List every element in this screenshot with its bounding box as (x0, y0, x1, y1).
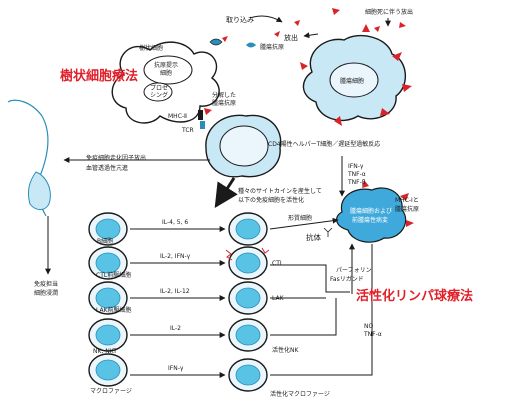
antigen-triangle-1 (274, 31, 280, 37)
decomposed-antigen-label: 分解した (212, 91, 236, 99)
tumor-cell (300, 24, 412, 126)
row-cytokine-label: IL-4, 5, 6 (162, 219, 188, 226)
release-label: 放出 (284, 33, 298, 42)
factor-label-2: 血管透過性亢進 (86, 164, 128, 172)
row-ctl (88, 246, 270, 280)
antigen-triangle-4 (399, 22, 406, 28)
row-lak (88, 281, 268, 315)
row-b-cell (88, 212, 268, 246)
no-label: NO (364, 323, 373, 330)
cytokine-note-2: 以下の免疫細胞を活性化 (238, 196, 304, 204)
mhc1-label-2: 腫瘍抗原 (395, 205, 419, 213)
plasma-cell-label: 形質細胞 (288, 214, 312, 222)
target-cell-label-2: 前腫瘍性病変 (352, 216, 388, 224)
tumor-cell-label: 腫瘍細胞 (340, 77, 364, 85)
antibody-arrow (269, 217, 339, 230)
row-nk (88, 318, 268, 352)
decomposed-antigen-icon (204, 108, 212, 115)
macrophage-connector (270, 244, 373, 376)
mhc2-label: MHC-Ⅱ (168, 113, 187, 120)
tumor-antigen-icon (246, 42, 256, 48)
perforin-label: パーフォリン (336, 267, 372, 274)
cytokine-note: 種々のサイトカインを産生して (238, 187, 322, 195)
dendritic-therapy-title: 樹状細胞療法 (60, 68, 138, 84)
dendritic-cell (111, 41, 220, 124)
target-cell (336, 180, 414, 243)
antibody-icon (323, 227, 333, 237)
antigen-triangle-5 (374, 26, 380, 32)
uptake-antigen-particle (209, 36, 228, 46)
row-dst-label: 活性化NK (272, 346, 299, 354)
ctl-connector (270, 264, 350, 293)
mhc1-label: MHC-Ⅰと (395, 197, 419, 204)
nk-connector (270, 298, 337, 336)
antigen-presenting-label-2: 細胞 (160, 69, 172, 77)
release-arrow (303, 32, 319, 39)
antigen-triangle-3 (332, 8, 340, 15)
infiltration-label-2: 細胞浸潤 (34, 289, 58, 297)
helper-t-cell (205, 114, 282, 178)
infiltrating-cell (27, 171, 51, 210)
infiltration-label-1: 免疫担当 (34, 280, 58, 288)
lak-therapy-title: 活性化リンパ球療法 (356, 288, 473, 304)
row-src-label: マクロファージ (90, 388, 132, 395)
row-src-label: B細胞 (97, 237, 113, 245)
decomposed-antigen-label-2: 腫瘍抗原 (212, 99, 236, 107)
tcr-receptor-icon (200, 121, 205, 129)
uptake-arrow (249, 15, 283, 23)
target-cell-label: 腫瘍細胞および (350, 207, 392, 215)
processing-label: プロセ (150, 85, 168, 92)
mhc2-receptor-icon (198, 110, 203, 120)
row-cytokine-label: IL-2, IFN-γ (160, 253, 191, 260)
row-cytokine-label: IFN-γ (168, 365, 184, 372)
ifn-gamma-label: IFN-γ (348, 163, 364, 170)
fas-ligand-label: Fasリガンド (330, 275, 364, 283)
tnf-beta-label: TNF-β (347, 179, 366, 186)
activation-arrow (214, 177, 238, 209)
release-death-label: 細胞死に伴う放出 (365, 8, 413, 16)
tcr-label: TCR (181, 127, 194, 134)
row-cytokine-label: IL-2, IL-12 (160, 288, 190, 295)
row-dst-label: CTL (272, 260, 284, 267)
tnf-alpha-label: TNF-α (347, 171, 366, 178)
helper-t-label: CD4陽性ヘルパーT細胞／遅延型過敏反応 (268, 140, 380, 148)
antigen-triangle-2 (294, 20, 300, 26)
tnf-alpha-2-label: TNF-α (363, 331, 382, 338)
dendritic-cell-label: 樹状細胞 (139, 44, 163, 52)
row-dst-label: 活性化マクロファージ (270, 390, 330, 398)
row-macrophage (88, 353, 268, 392)
row-src-label: CTL前駆細胞 (96, 271, 131, 279)
uptake-label: 取り込み (226, 15, 254, 24)
tumor-antigen-label: 腫瘍抗原 (260, 43, 284, 51)
row-cytokine-label: IL-2 (170, 325, 181, 332)
row-src-label: LAK前駆細胞 (96, 306, 132, 314)
processing-label-2: シング (150, 91, 168, 99)
factor-label-1: 免疫細胞走化因子放出 (86, 154, 146, 162)
antibody-label: 抗体 (306, 232, 321, 242)
antigen-presenting-label: 抗原提示 (154, 61, 178, 69)
row-src-label: NK, NKT (93, 348, 117, 355)
